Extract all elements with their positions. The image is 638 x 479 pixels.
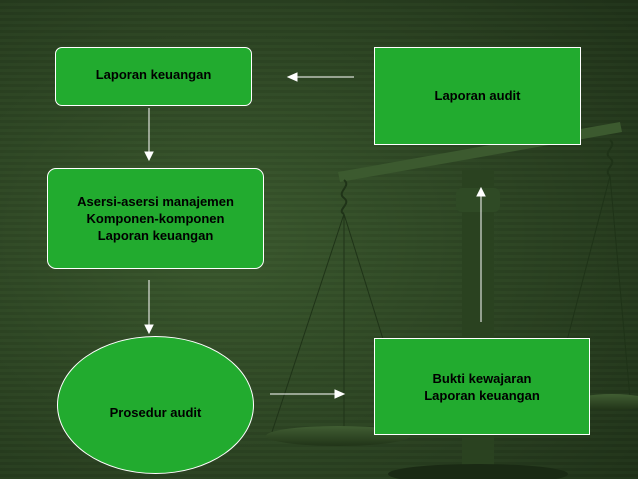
node-laporan-keuangan-label: Laporan keuangan bbox=[95, 67, 212, 82]
left-string-1 bbox=[271, 213, 345, 433]
node-bukti-line-1: Bukti kewajaran bbox=[432, 370, 532, 386]
right-hook bbox=[606, 139, 614, 177]
node-prosedur-audit-label: Prosedur audit bbox=[109, 404, 202, 420]
scale-pillar-collar bbox=[456, 188, 500, 212]
node-laporan-audit: Laporan audit bbox=[374, 47, 581, 145]
node-bukti-kewajaran: Bukti kewajaran Laporan keuangan bbox=[374, 338, 590, 435]
node-asersi-line-2: Komponen-komponen bbox=[86, 211, 225, 226]
node-asersi-line-1: Asersi-asersi manajemen bbox=[77, 194, 234, 209]
arrow-prosedur-to-bukti bbox=[270, 389, 346, 399]
node-laporan-keuangan: Laporan keuangan bbox=[55, 47, 252, 106]
scale-base bbox=[388, 464, 568, 479]
node-bukti-line-2: Laporan keuangan bbox=[424, 387, 540, 403]
right-string-2 bbox=[609, 175, 631, 399]
node-laporan-audit-label: Laporan audit bbox=[434, 87, 521, 103]
left-hook bbox=[340, 179, 348, 215]
arrow-bukti-to-audit bbox=[476, 186, 486, 322]
arrow-laporan-to-asersi bbox=[144, 108, 154, 162]
node-asersi-line-3: Laporan keuangan bbox=[97, 228, 214, 243]
node-prosedur-audit: Prosedur audit bbox=[57, 336, 254, 474]
flow-arrows bbox=[144, 72, 486, 399]
arrow-audit-to-laporan bbox=[286, 72, 354, 82]
node-asersi: Asersi-asersi manajemen Komponen-kompone… bbox=[47, 168, 264, 269]
arrow-asersi-to-prosedur bbox=[144, 280, 154, 335]
